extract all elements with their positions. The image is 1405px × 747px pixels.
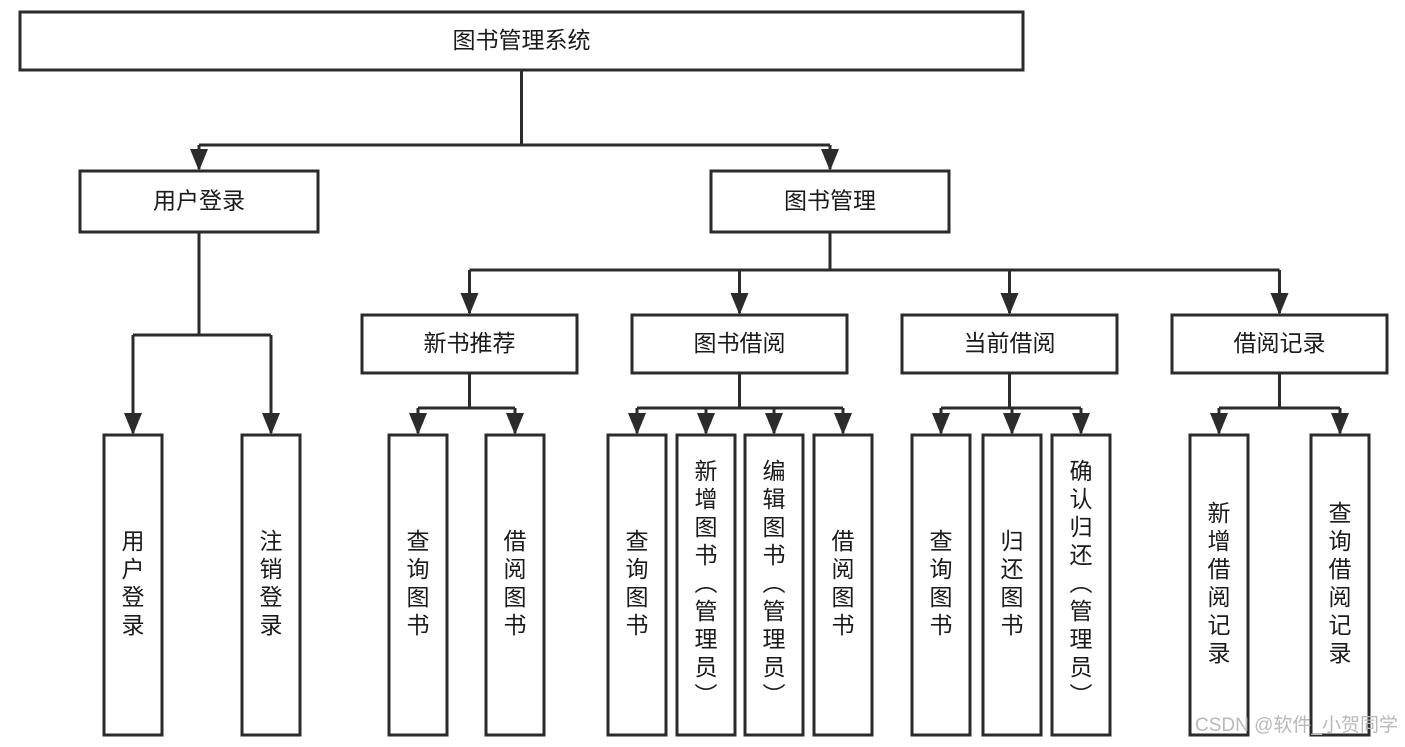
arrowhead-leaf-query-record — [1331, 413, 1349, 435]
node-box-leaf-edit-book — [743, 433, 805, 737]
node-label-leaf-query-book-current: 查询图书 — [930, 528, 953, 638]
arrowhead-leaf-query-book-current — [932, 413, 950, 435]
node-label-leaf-return-book: 归还图书 — [1001, 528, 1024, 638]
node-box-user-login — [78, 169, 320, 234]
node-box-book-borrow — [630, 313, 849, 375]
node-box-leaf-confirm-return — [1050, 433, 1112, 737]
arrowhead-leaf-edit-book — [765, 413, 783, 435]
node-box-leaf-query-book-current — [910, 433, 972, 737]
node-borrow-record[interactable]: 借阅记录 — [1170, 313, 1389, 375]
node-box-current-borrow — [900, 313, 1119, 375]
node-label-user-login: 用户登录 — [153, 188, 245, 214]
arrowhead-leaf-return-book — [1003, 413, 1021, 435]
node-box-leaf-add-record — [1188, 433, 1250, 737]
node-label-borrow-record: 借阅记录 — [1234, 330, 1326, 356]
node-label-current-borrow: 当前借阅 — [964, 330, 1056, 356]
node-label-leaf-add-record: 新增借阅记录 — [1208, 500, 1231, 666]
node-label-leaf-edit-book: 编辑图书︵管理员︶ — [763, 458, 786, 708]
arrowhead-leaf-logout-login — [262, 413, 280, 435]
node-user-login[interactable]: 用户登录 — [78, 169, 320, 234]
node-root[interactable]: 图书管理系统 — [18, 10, 1025, 72]
node-leaf-logout-login[interactable]: 注销登录 — [240, 433, 302, 737]
node-box-leaf-borrow-book-rec — [484, 433, 546, 737]
node-leaf-confirm-return[interactable]: 确认归还︵管理员︶ — [1050, 433, 1112, 737]
node-leaf-query-book-rec[interactable]: 查询图书 — [387, 433, 449, 737]
arrowhead-user-login — [190, 149, 208, 171]
node-box-leaf-query-record — [1309, 433, 1371, 737]
node-label-leaf-add-book: 新增图书︵管理员︶ — [695, 458, 718, 708]
node-box-borrow-record — [1170, 313, 1389, 375]
connector-layer — [124, 70, 1349, 435]
node-label-leaf-query-book-rec: 查询图书 — [407, 528, 430, 638]
arrowhead-leaf-user-login — [124, 413, 142, 435]
node-new-book-recommend[interactable]: 新书推荐 — [360, 313, 579, 375]
node-leaf-add-record[interactable]: 新增借阅记录 — [1188, 433, 1250, 737]
node-label-leaf-query-record: 查询借阅记录 — [1329, 500, 1352, 666]
node-label-leaf-borrow-book: 借阅图书 — [832, 528, 855, 638]
node-box-root — [18, 10, 1025, 72]
node-box-leaf-add-book — [675, 433, 737, 737]
node-label-leaf-borrow-book-rec: 借阅图书 — [504, 528, 527, 638]
node-leaf-edit-book[interactable]: 编辑图书︵管理员︶ — [743, 433, 805, 737]
node-leaf-query-record[interactable]: 查询借阅记录 — [1309, 433, 1371, 737]
node-box-leaf-query-book-borrow — [606, 433, 668, 737]
node-leaf-query-book-borrow[interactable]: 查询图书 — [606, 433, 668, 737]
node-box-leaf-query-book-rec — [387, 433, 449, 737]
arrowhead-leaf-add-book — [697, 413, 715, 435]
arrowhead-leaf-confirm-return — [1072, 413, 1090, 435]
node-leaf-return-book[interactable]: 归还图书 — [981, 433, 1043, 737]
arrowhead-leaf-query-book-borrow — [628, 413, 646, 435]
node-label-book-management: 图书管理 — [784, 188, 876, 214]
node-box-leaf-logout-login — [240, 433, 302, 737]
node-label-leaf-user-login: 用户登录 — [122, 528, 145, 638]
arrowhead-leaf-add-record — [1210, 413, 1228, 435]
node-leaf-user-login[interactable]: 用户登录 — [102, 433, 164, 737]
node-label-book-borrow: 图书借阅 — [694, 330, 786, 356]
arrowhead-leaf-borrow-book — [834, 413, 852, 435]
node-current-borrow[interactable]: 当前借阅 — [900, 313, 1119, 375]
arrowhead-leaf-borrow-book-rec — [506, 413, 524, 435]
node-leaf-borrow-book-rec[interactable]: 借阅图书 — [484, 433, 546, 737]
node-box-book-management — [709, 169, 951, 234]
arrowhead-new-book-recommend — [460, 293, 479, 315]
node-label-root: 图书管理系统 — [453, 27, 591, 53]
node-label-leaf-logout-login: 注销登录 — [260, 528, 283, 638]
node-book-management[interactable]: 图书管理 — [709, 169, 951, 234]
arrowhead-current-borrow — [1000, 293, 1019, 315]
node-book-borrow[interactable]: 图书借阅 — [630, 313, 849, 375]
node-label-leaf-query-book-borrow: 查询图书 — [626, 528, 649, 638]
node-label-new-book-recommend: 新书推荐 — [424, 330, 516, 356]
node-box-leaf-borrow-book — [812, 433, 874, 737]
node-box-leaf-return-book — [981, 433, 1043, 737]
node-label-leaf-confirm-return: 确认归还︵管理员︶ — [1070, 458, 1093, 708]
node-leaf-query-book-current[interactable]: 查询图书 — [910, 433, 972, 737]
arrowhead-borrow-record — [1270, 293, 1289, 315]
node-box-new-book-recommend — [360, 313, 579, 375]
arrowhead-leaf-query-book-rec — [409, 413, 427, 435]
node-leaf-add-book[interactable]: 新增图书︵管理员︶ — [675, 433, 737, 737]
csdn-watermark: CSDN @软件_小贺同学 — [1195, 714, 1398, 736]
arrowhead-book-management — [821, 149, 839, 171]
node-layer: 图书管理系统用户登录图书管理新书推荐图书借阅当前借阅借阅记录用户登录注销登录查询… — [18, 10, 1389, 737]
node-box-leaf-user-login — [102, 433, 164, 737]
arrowhead-book-borrow — [730, 293, 749, 315]
node-leaf-borrow-book[interactable]: 借阅图书 — [812, 433, 874, 737]
